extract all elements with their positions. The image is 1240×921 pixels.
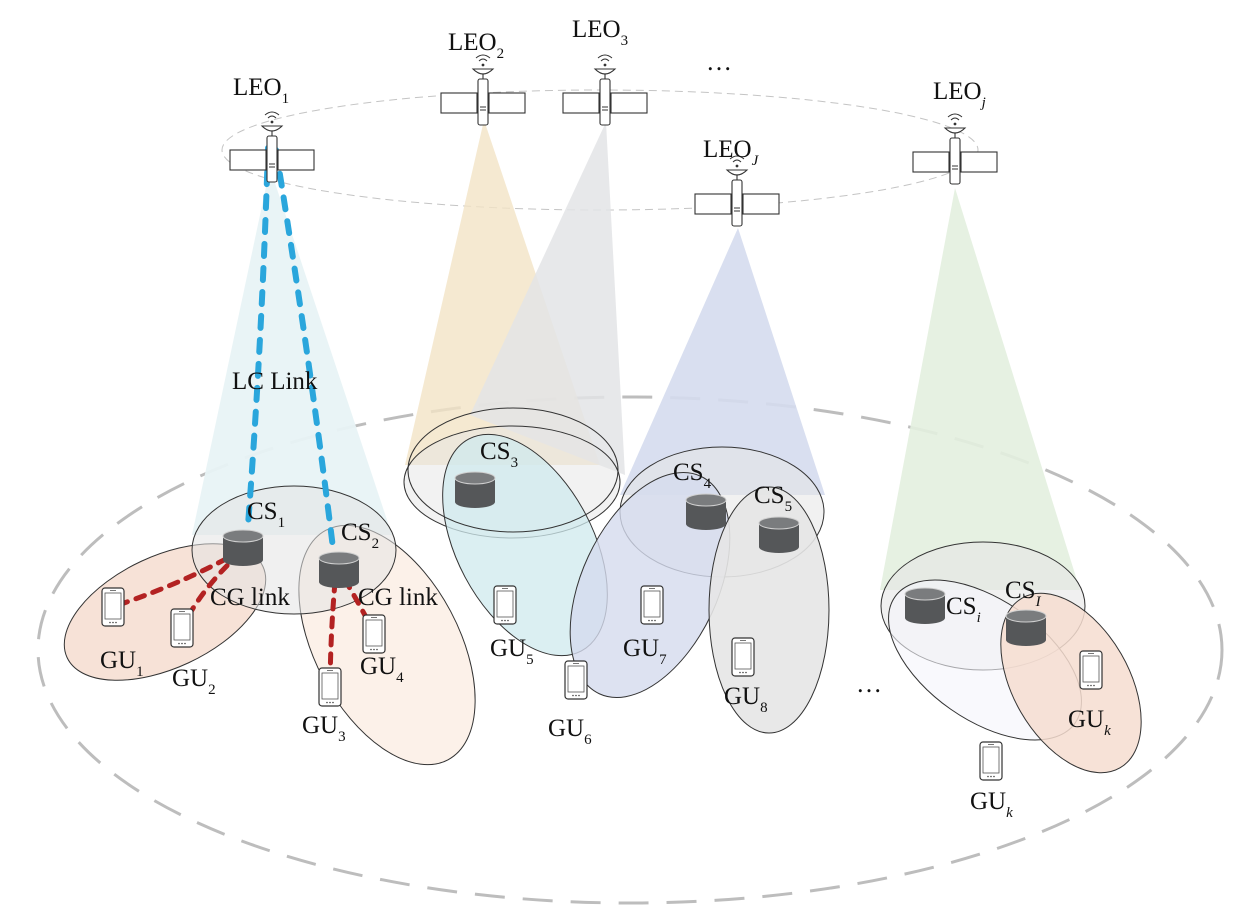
satellite-leoj [912, 113, 998, 185]
beam-leo3 [470, 122, 625, 475]
label-gu6: GU6 [548, 715, 592, 748]
label-cs1: CS1 [247, 498, 285, 531]
phone-icon-guk-b [979, 741, 1003, 781]
phone-icon-gu8 [731, 637, 755, 677]
label-guk-a: GUk [1068, 706, 1111, 739]
cache-server-icon-cs5 [758, 516, 800, 554]
ground-coverage-ring [36, 395, 1224, 905]
phone-icon-gu3 [318, 667, 342, 707]
satellite-leo1 [229, 111, 315, 183]
label-leo3: LEO3 [572, 16, 628, 49]
satellite-leoJ [694, 155, 780, 227]
phone-icon-gu7 [640, 585, 664, 625]
label-gu4: GU4 [360, 653, 404, 686]
phone-icon-gu1 [101, 587, 125, 627]
phone-icon-guk-a [1079, 650, 1103, 690]
label-gu8: GU8 [724, 683, 768, 716]
cache-server-icon-cs1 [222, 529, 264, 567]
cache-server-icon-csI [1005, 609, 1047, 647]
cache-server-icon-cs3 [454, 471, 496, 509]
label-cs4: CS4 [673, 459, 712, 492]
lc-link-leo1-cs2 [273, 147, 336, 551]
label-guk-b: GUk [970, 788, 1013, 821]
beam-leo1 [192, 168, 392, 535]
label-leo1: LEO1 [233, 74, 289, 107]
label-leoJ: LEOJ [703, 136, 760, 169]
beam-leoj [880, 188, 1080, 590]
label-cs2: CS2 [341, 519, 379, 552]
phone-icon-gu4 [362, 614, 386, 654]
label-gu1: GU1 [100, 647, 144, 680]
phone-icon-gu5 [493, 585, 517, 625]
phone-icon-gu2 [170, 608, 194, 648]
lc-link-leo1-cs1 [245, 145, 271, 528]
label-cs5: CS5 [754, 482, 792, 515]
satellite-leo2 [440, 54, 526, 126]
label-cg-link-1: CG link [210, 584, 290, 611]
label-csi: CSi [946, 593, 981, 626]
label-gu5: GU5 [490, 635, 534, 668]
label-lc-link: LC Link [232, 368, 318, 395]
label-cs3: CS3 [480, 438, 518, 471]
label-cg-link-2: CG link [358, 584, 438, 611]
label-leoj: LEOj [933, 78, 986, 111]
label-gu3: GU3 [302, 712, 346, 745]
cache-server-icon-cs2 [318, 551, 360, 589]
ellipsis-top: … [706, 47, 734, 76]
beam-leoJ [620, 228, 825, 495]
label-gu7: GU7 [623, 635, 667, 668]
label-gu2: GU2 [172, 665, 216, 698]
cache-server-icon-csi [904, 587, 946, 625]
phone-icon-gu6 [564, 660, 588, 700]
cg-link-cs2-gu3 [327, 579, 338, 700]
label-csI: CSI [1005, 577, 1042, 610]
ellipsis-bottom: … [856, 669, 884, 698]
cache-server-icon-cs4 [685, 493, 727, 531]
cluster-cs3 [407, 407, 619, 533]
label-leo2: LEO2 [448, 29, 504, 62]
cg-link-cs1-gu1 [121, 547, 245, 606]
